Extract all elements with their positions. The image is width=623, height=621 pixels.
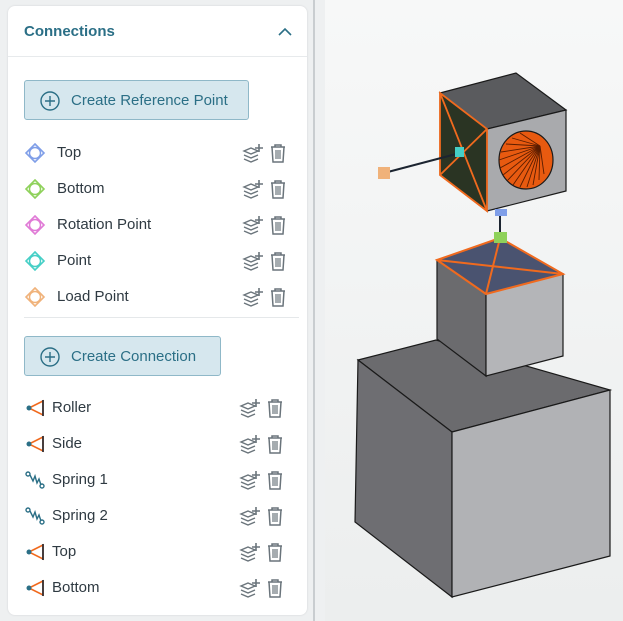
trash-icon[interactable] [267, 142, 289, 164]
3d-viewport[interactable] [325, 0, 623, 621]
row-label: Spring 1 [52, 471, 108, 488]
reference-point-row[interactable]: Rotation Point [20, 209, 302, 239]
add-layer-icon[interactable] [242, 286, 264, 308]
connection-row[interactable]: Side [20, 428, 302, 458]
bottom-point-marker [494, 232, 507, 243]
reference-point-row[interactable]: Top [20, 137, 302, 167]
trash-icon[interactable] [264, 505, 286, 527]
section-divider [24, 317, 299, 318]
reference-point-icon [24, 142, 46, 164]
row-label: Load Point [57, 288, 129, 305]
plus-circle-icon [40, 91, 60, 111]
trash-icon[interactable] [264, 397, 286, 419]
middle-cube-connection-edges [434, 236, 566, 296]
row-label: Roller [52, 399, 92, 416]
chevron-up-icon[interactable] [275, 22, 295, 42]
spring-icon [24, 505, 46, 527]
roller-joint-icon [24, 433, 46, 455]
row-label: Side [52, 435, 83, 452]
point-marker [455, 147, 464, 157]
connection-row[interactable]: Bottom [20, 572, 302, 602]
trash-icon[interactable] [264, 541, 286, 563]
trash-icon[interactable] [267, 286, 289, 308]
add-layer-icon[interactable] [239, 541, 261, 563]
row-label: Top [57, 144, 82, 161]
panel-header[interactable]: Connections [8, 6, 307, 57]
add-layer-icon[interactable] [239, 433, 261, 455]
create-connection-button[interactable]: Create Connection [24, 336, 221, 376]
top-point-marker [495, 209, 507, 216]
add-layer-icon[interactable] [239, 577, 261, 599]
add-layer-icon[interactable] [242, 178, 264, 200]
row-label: Point [57, 252, 92, 269]
row-label: Spring 2 [52, 507, 108, 524]
add-layer-icon[interactable] [239, 469, 261, 491]
create-reference-point-label: Create Reference Point [71, 92, 228, 109]
trash-icon[interactable] [267, 250, 289, 272]
trash-icon[interactable] [264, 433, 286, 455]
trash-icon[interactable] [264, 577, 286, 599]
add-layer-icon[interactable] [239, 397, 261, 419]
reference-point-icon [24, 286, 46, 308]
trash-icon[interactable] [267, 214, 289, 236]
load-point-marker [378, 167, 390, 179]
roller-joint-icon [24, 577, 46, 599]
create-reference-point-button[interactable]: Create Reference Point [24, 80, 249, 120]
add-layer-icon[interactable] [239, 505, 261, 527]
create-connection-label: Create Connection [71, 348, 197, 365]
reference-point-row[interactable]: Point [20, 245, 302, 275]
trash-icon[interactable] [267, 178, 289, 200]
circle-face-hatch [498, 132, 545, 188]
connection-row[interactable]: Spring 1 [20, 464, 302, 494]
base-cube-right-face [451, 389, 611, 598]
reference-point-icon [24, 178, 46, 200]
plus-circle-icon [40, 347, 60, 367]
row-label: Rotation Point [57, 216, 152, 233]
load-point-link [383, 152, 461, 174]
panel-title: Connections [24, 23, 115, 40]
reference-point-row[interactable]: Bottom [20, 173, 302, 203]
connection-row[interactable]: Roller [20, 392, 302, 422]
3d-model-canvas[interactable] [325, 0, 623, 621]
reference-point-icon [24, 250, 46, 272]
add-layer-icon[interactable] [242, 142, 264, 164]
connection-row[interactable]: Top [20, 536, 302, 566]
add-layer-icon[interactable] [242, 214, 264, 236]
roller-joint-icon [24, 541, 46, 563]
row-label: Bottom [57, 180, 105, 197]
reference-point-icon [24, 214, 46, 236]
add-layer-icon[interactable] [242, 250, 264, 272]
connection-row[interactable]: Spring 2 [20, 500, 302, 530]
spring-icon [24, 469, 46, 491]
trash-icon[interactable] [264, 469, 286, 491]
row-label: Bottom [52, 579, 100, 596]
reference-point-row[interactable]: Load Point [20, 281, 302, 311]
row-label: Top [52, 543, 77, 560]
roller-joint-icon [24, 397, 46, 419]
panel-splitter[interactable] [313, 0, 315, 621]
